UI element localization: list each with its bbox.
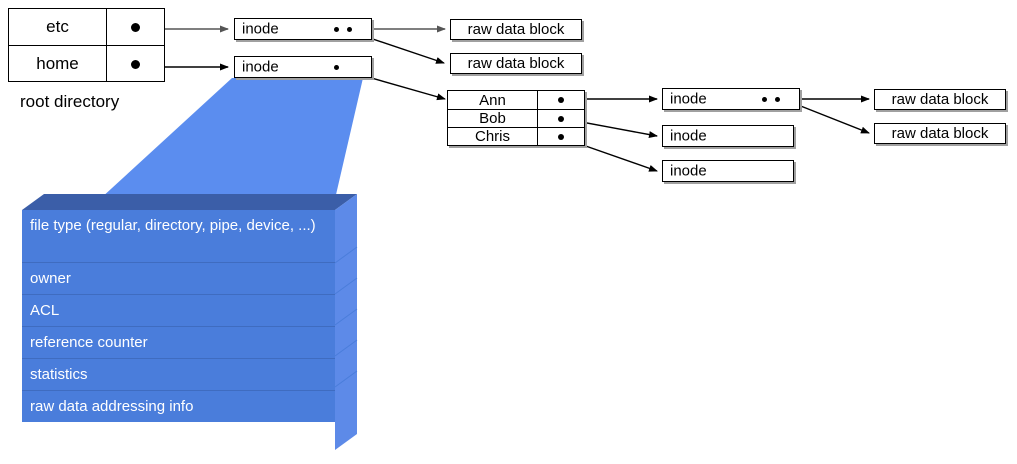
inode-pointer-dot-icon (762, 97, 767, 102)
pointer-dot-icon (131, 59, 140, 69)
root-directory-table: etc home (8, 8, 165, 82)
raw-data-block-3[interactable]: raw data block (874, 89, 1006, 110)
inode-field-raw-data-addressing-info[interactable]: raw data addressing info (22, 391, 335, 422)
inode-field-label: reference counter (30, 334, 148, 351)
inode-field-label: owner (30, 270, 71, 287)
table-row[interactable]: etc (9, 9, 164, 45)
inode-label: inode (242, 58, 279, 76)
inode-field-stack: file type (regular, directory, pipe, dev… (22, 210, 335, 422)
inode-detail-block: file type (regular, directory, pipe, dev… (0, 188, 380, 464)
home-entry-name-2: Chris (448, 128, 538, 145)
detail-side-face (335, 194, 357, 450)
inode-field-file-type[interactable]: file type (regular, directory, pipe, dev… (22, 210, 335, 263)
detail-top-face (22, 194, 357, 210)
raw-data-block-2[interactable]: raw data block (450, 53, 582, 74)
inode-label: inode (242, 20, 279, 38)
inode-box-home[interactable]: inode (234, 56, 372, 78)
home-entry-pointer-0[interactable] (538, 91, 584, 109)
pointer-dot-icon (558, 115, 564, 122)
inode-pointer-dot-icon (334, 65, 339, 70)
raw-data-block-1[interactable]: raw data block (450, 19, 582, 40)
inode-field-label: file type (regular, directory, pipe, dev… (30, 217, 316, 234)
inode-field-acl[interactable]: ACL (22, 295, 335, 327)
home-entry-pointer-1[interactable] (538, 110, 584, 127)
raw-data-block-4[interactable]: raw data block (874, 123, 1006, 144)
inode-field-label: statistics (30, 366, 88, 383)
inode-field-label: ACL (30, 302, 60, 319)
root-entry-name-1: home (9, 46, 107, 82)
inode-pointer-dot-icon (347, 27, 352, 32)
inode-field-reference-counter[interactable]: reference counter (22, 327, 335, 359)
home-entry-pointer-2[interactable] (538, 128, 584, 145)
home-directory-table: Ann Bob Chris (447, 90, 585, 146)
inode-box-etc[interactable]: inode (234, 18, 372, 40)
inode-pointer-dot-icon (334, 27, 339, 32)
table-row[interactable]: Chris (448, 127, 584, 145)
root-entry-name-0: etc (9, 9, 107, 45)
inode-pointer-dot-icon (775, 97, 780, 102)
table-row[interactable]: Ann (448, 91, 584, 109)
pointer-dot-icon (131, 22, 140, 32)
table-row[interactable]: Bob (448, 109, 584, 127)
inode-field-label: raw data addressing info (30, 398, 194, 415)
home-entry-name-1: Bob (448, 110, 538, 127)
pointer-dot-icon (558, 97, 564, 103)
home-entry-name-0: Ann (448, 91, 538, 109)
root-entry-pointer-1[interactable] (107, 46, 164, 82)
pointer-dot-icon (558, 133, 564, 140)
root-directory-caption: root directory (20, 92, 120, 111)
inode-label: inode (670, 90, 707, 108)
detail-funnel (100, 78, 363, 199)
root-entry-pointer-0[interactable] (107, 9, 164, 45)
inode-box-bob[interactable]: inode (662, 125, 794, 147)
inode-label: inode (670, 127, 707, 145)
inode-box-chris[interactable]: inode (662, 160, 794, 182)
inode-field-owner[interactable]: owner (22, 263, 335, 295)
edge-inodeann-raw4 (787, 100, 870, 134)
table-row[interactable]: home (9, 45, 164, 82)
inode-field-statistics[interactable]: statistics (22, 359, 335, 391)
inode-label: inode (670, 162, 707, 180)
inode-box-ann[interactable]: inode (662, 88, 800, 110)
